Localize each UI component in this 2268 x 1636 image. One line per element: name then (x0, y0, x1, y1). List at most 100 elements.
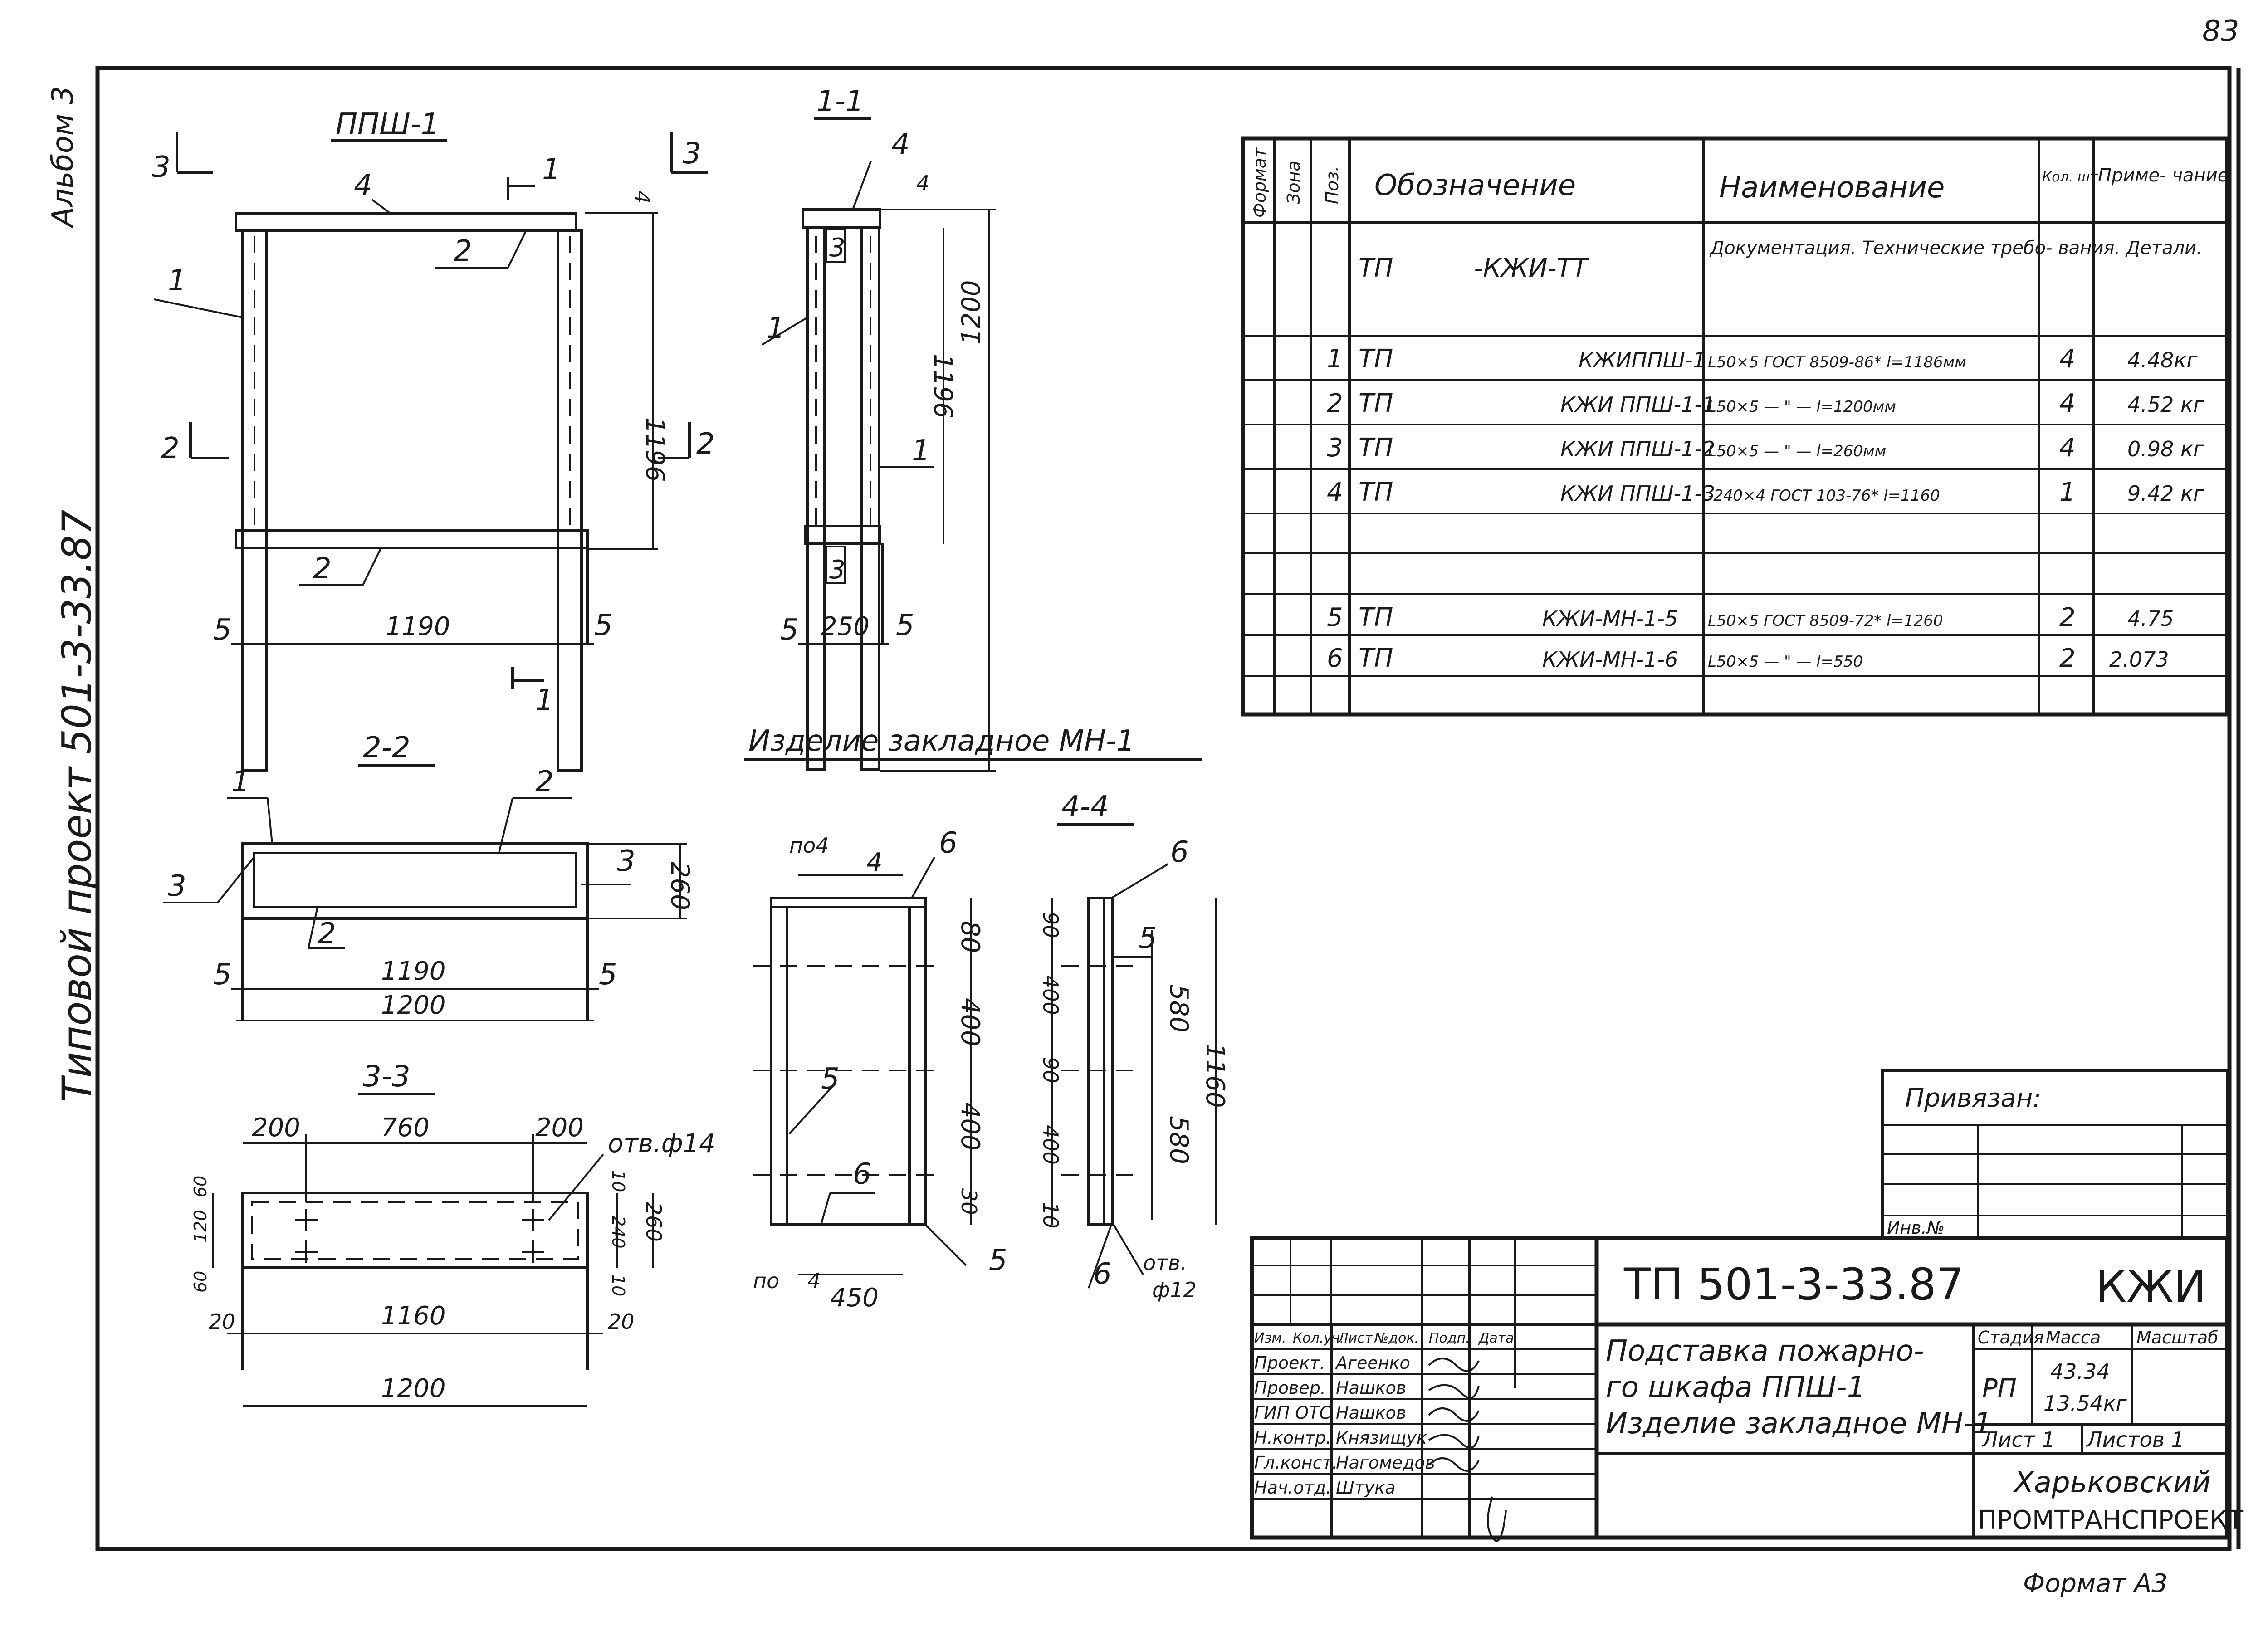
tb-hdr-list: Лист (1338, 1330, 1374, 1346)
s22-pos3-right: 3 (617, 845, 635, 878)
spec-hdr-note: Приме- чание (2098, 165, 2229, 186)
view-ppsh1: ППШ-1 1190 1196 4 3 3 1 1 2 2 (152, 107, 715, 772)
tb-mass-header: Масса (2046, 1328, 2101, 1348)
tb-role-6: Нач.отд. (1254, 1478, 1331, 1498)
spec-row3-tp: ТП (1359, 433, 1393, 463)
spec-row4-qty: 1 (2059, 478, 2076, 507)
tb-name-4: Князищук (1336, 1428, 1427, 1448)
s44-dim-1160: 1160 (1200, 1043, 1230, 1108)
mn1-pos-po4: по4 (789, 833, 829, 858)
spec-row5-qty: 2 (2059, 603, 2076, 632)
s44-dim-90b: 90 (1038, 1057, 1063, 1084)
ppsh1-sec1-top: 1 (542, 153, 561, 186)
tb-mark: КЖИ (2096, 1261, 2206, 1312)
s33-dim-120: 120 (191, 1210, 210, 1243)
spec-hdr-name: Наименование (1719, 171, 1945, 205)
s11-pos1-left: 1 (767, 312, 785, 345)
spec-hdr-qty: Кол. шт. (2042, 169, 2102, 185)
tb-org2: ПРОМТРАНСПРОЕКТ (1978, 1505, 2244, 1535)
spec-row3-qty: 4 (2059, 433, 2076, 463)
ppsh1-sec3-left: 3 (152, 151, 171, 184)
s11-dim-4: 4 (916, 171, 929, 195)
spec-row3-name: L50×5 — " — l=260мм (1708, 442, 1886, 460)
mn1-pos6-bottom: 6 (853, 1157, 871, 1191)
spec-row: 4 ТП КЖИ ППШ-1-3 -240×4 ГОСТ 103-76* l=1… (1327, 478, 2204, 507)
spec-row5-name: L50×5 ГОСТ 8509-72* l=1260 (1708, 612, 1943, 630)
signature-scribbles (1428, 1358, 1507, 1542)
ppsh1-sec2-left: 2 (161, 432, 180, 465)
view-mn1: Изделие закладное МН-1 по4 4 6 80 400 40… (744, 724, 1202, 1313)
s11-pos5-left: 5 (780, 613, 799, 647)
s33-dim-200b: 200 (535, 1113, 584, 1143)
tb-hdr-podp: Подп. (1429, 1330, 1470, 1346)
s33-dim-760: 760 (381, 1113, 430, 1143)
tb-name-6: Штука (1336, 1478, 1396, 1498)
s33-dim-60b: 60 (191, 1271, 210, 1293)
tb-hdr-data: Дата (1478, 1330, 1514, 1346)
s33-dim-240: 240 (608, 1216, 628, 1249)
s11-dim-1196: 1196 (928, 354, 958, 419)
ppsh1-sec2-right: 2 (696, 427, 715, 461)
spec-row6-pos: 6 (1327, 644, 1343, 673)
s33-dim-200a: 200 (252, 1113, 300, 1143)
s11-pos3-bottom: 3 (829, 555, 846, 585)
tb-name-5: Нагомедов (1336, 1453, 1435, 1473)
tb-code: ТП 501-3-33.87 (1623, 1259, 1964, 1310)
s44-hole-d: ф12 (1152, 1278, 1197, 1302)
inv-label: Инв.№ (1887, 1218, 1945, 1238)
privyazan-block: Привязан: Инв.№ (1881, 1069, 2229, 1240)
spec-table: Формат Зона Поз. Обозначение Наименовани… (1241, 136, 2229, 717)
s22-pos2-bottom: 2 (318, 917, 336, 951)
mn1-dim-30: 30 (957, 1188, 981, 1215)
spec-row1-qty: 4 (2059, 344, 2076, 374)
spec-row5-tp: ТП (1359, 603, 1393, 632)
tb-stage: РП (1982, 1374, 2017, 1403)
spec-row4-note: 9.42 кг (2127, 481, 2204, 506)
spec-row6-code: КЖИ-МН-1-6 (1542, 647, 1678, 672)
spec-hdr-pos: Поз. (1322, 166, 1342, 204)
spec-row6-name: L50×5 — " — l=550 (1708, 653, 1863, 671)
spec-hdr-designation: Обозначение (1374, 169, 1576, 202)
s33-dim-1160: 1160 (381, 1301, 446, 1331)
spec-row: 6 ТП КЖИ-МН-1-6 L50×5 — " — l=550 2 2.07… (1327, 644, 2169, 673)
mn1-dim-80: 80 (955, 921, 985, 953)
mn1-dim-400a: 400 (955, 998, 985, 1046)
spec-row: 2 ТП КЖИ ППШ-1-1 L50×5 — " — l=1200мм 4 … (1327, 389, 2204, 418)
s22-pos2-top: 2 (535, 765, 554, 799)
tb-sheets: Листов 1 (2086, 1427, 2185, 1452)
tb-title-line2: го шкафа ППШ-1 (1606, 1371, 1865, 1404)
view-section-2-2: 2-2 1190 1200 260 1 2 3 3 2 5 5 (163, 731, 694, 1021)
s44-dim-580b: 580 (1164, 1116, 1193, 1164)
spec-row2-qty: 4 (2059, 389, 2076, 418)
spec-doc-name: Документация. Технические требо- вания. … (1709, 238, 2202, 259)
s22-title: 2-2 (363, 731, 411, 765)
tb-name-2: Нашков (1336, 1378, 1406, 1398)
spec-row5-code: КЖИ-МН-1-5 (1542, 606, 1678, 631)
s44-title: 4-4 (1061, 790, 1109, 824)
s11-pos3-top: 3 (829, 233, 846, 263)
ppsh1-pos5-right: 5 (594, 609, 613, 642)
title-block: ТП 501-3-33.87 КЖИ Подставка пожарно- го… (1250, 1236, 2244, 1542)
s11-pos5-right: 5 (896, 609, 914, 642)
mn1-pos5-right: 5 (989, 1244, 1007, 1277)
ppsh1-pos2-top: 2 (454, 234, 472, 268)
tb-mass2: 13.54кг (2043, 1391, 2127, 1416)
view-section-1-1: 1-1 250 1196 1200 4 4 3 3 1 1 5 5 (761, 85, 996, 772)
spec-row2-code: КЖИ ППШ-1-1 (1560, 392, 1715, 417)
s11-title: 1-1 (816, 85, 864, 118)
s11-dim-250: 250 (821, 612, 870, 641)
spec-row2-name: L50×5 — " — l=1200мм (1708, 398, 1896, 416)
spec-row: 5 ТП КЖИ-МН-1-5 L50×5 ГОСТ 8509-72* l=12… (1327, 603, 2174, 632)
spec-row2-tp: ТП (1359, 389, 1393, 418)
s33-dim-20b: 20 (608, 1309, 635, 1334)
spec-row2-note: 4.52 кг (2127, 392, 2204, 417)
spec-row3-pos: 3 (1327, 433, 1343, 463)
s11-pos1-right: 1 (912, 434, 930, 468)
s11-pos4: 4 (891, 128, 910, 161)
ppsh1-title: ППШ-1 (336, 107, 440, 141)
tb-hdr-izm: Изм. (1254, 1330, 1286, 1346)
tb-title-line1: Подставка пожарно- (1606, 1334, 1924, 1368)
spec-row1-pos: 1 (1327, 344, 1343, 374)
album-label: Альбом 3 (46, 86, 80, 229)
tb-role-2: Провер. (1254, 1378, 1326, 1398)
